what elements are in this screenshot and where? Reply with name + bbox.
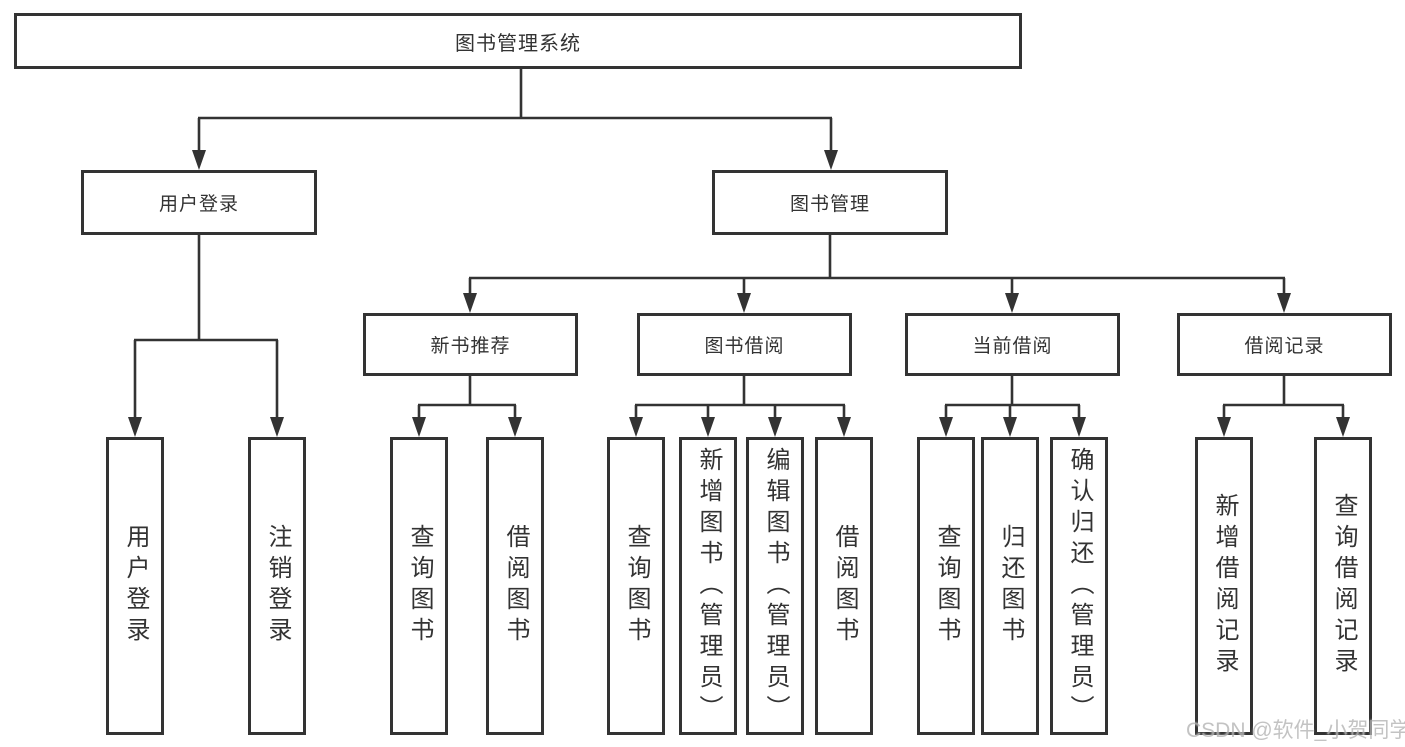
leaf-label: 查询图书 [933,524,960,648]
csdn-watermark: CSDN @软件_小贺同学 [1186,719,1405,742]
leaf-label: 借阅图书 [502,524,529,648]
leaf-label: 用户登录 [122,524,149,648]
leaf-borrow-book: 借阅图书 [815,437,873,735]
leaf-confirm-return-admin: 确认归还（管理员） [1050,437,1108,735]
leaf-edit-book-admin: 编辑图书（管理员） [746,437,804,735]
node-library-management-system: 图书管理系统 [14,13,1022,69]
leaf-add-book-admin: 新增图书（管理员） [679,437,737,735]
leaf-query-borrow-record: 查询借阅记录 [1314,437,1372,735]
node-label: 新书推荐 [430,336,511,357]
node-label: 图书管理 [789,194,870,215]
node-label: 图书借阅 [704,336,785,357]
leaf-query-book-current: 查询图书 [917,437,975,735]
node-label: 用户登录 [158,194,239,215]
leaf-label: 新增图书（管理员） [695,446,722,726]
leaf-label: 归还图书 [997,524,1024,648]
leaf-query-book-borrow: 查询图书 [607,437,665,735]
leaf-label: 查询图书 [406,524,433,648]
node-current-borrow: 当前借阅 [905,313,1120,376]
node-book-borrow: 图书借阅 [637,313,852,376]
node-user-login: 用户登录 [81,170,317,235]
leaf-label: 借阅图书 [831,524,858,648]
leaf-query-book-recommend: 查询图书 [390,437,448,735]
node-label: 当前借阅 [972,336,1053,357]
leaf-label: 确认归还（管理员） [1066,446,1093,726]
leaf-label: 查询借阅记录 [1330,493,1357,679]
node-borrow-records: 借阅记录 [1177,313,1392,376]
leaf-return-book: 归还图书 [981,437,1039,735]
leaf-borrow-book-recommend: 借阅图书 [486,437,544,735]
leaf-label: 新增借阅记录 [1211,493,1238,679]
leaf-add-borrow-record: 新增借阅记录 [1195,437,1253,735]
leaf-label: 查询图书 [623,524,650,648]
leaf-label: 注销登录 [264,524,291,648]
leaf-label: 编辑图书（管理员） [762,446,789,726]
node-label: 借阅记录 [1244,336,1325,357]
node-book-management: 图书管理 [712,170,948,235]
node-label: 图书管理系统 [455,32,581,55]
node-new-book-recommend: 新书推荐 [363,313,578,376]
leaf-logout: 注销登录 [248,437,306,735]
leaf-user-login: 用户登录 [106,437,164,735]
